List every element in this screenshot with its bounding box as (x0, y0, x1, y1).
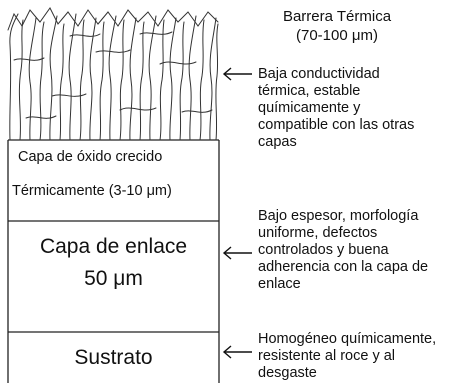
bond-note: Bajo espesor, morfología uniforme, defec… (258, 208, 429, 292)
barrier-thickness: (70-100 μm) (295, 27, 378, 44)
bond-label-line1: Capa de enlace (39, 235, 188, 258)
bond-label-line2: 50 μm (84, 267, 143, 290)
barrier-note: Baja conductividad térmica, estable quím… (258, 66, 415, 150)
substrate-note: Homogéneo químicamente, resistente al ro… (258, 331, 437, 381)
layer-stack (7, 139, 220, 383)
arrow-substrate (222, 345, 252, 359)
arrow-barrier (222, 67, 252, 81)
barrier-title: Barrera Térmica (282, 8, 392, 25)
arrows (222, 67, 252, 359)
arrow-bond (222, 246, 252, 260)
substrate-label: Sustrato (74, 346, 153, 369)
thermal-barrier-columns (7, 7, 219, 141)
oxide-label-line1: Capa de óxido crecido (18, 149, 163, 165)
oxide-label-line2: Térmicamente (3-10 μm) (12, 183, 172, 199)
